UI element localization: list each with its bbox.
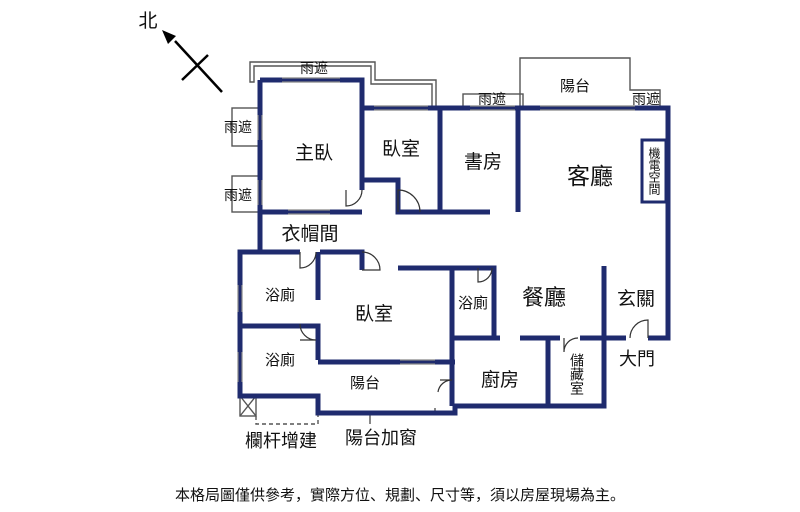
door-bath-lower: [299, 323, 317, 341]
compass-arrow-line: [174, 40, 223, 93]
door-bath-middle: [477, 267, 493, 283]
north-arrow-icon: [162, 30, 176, 44]
wall-wardrobe-bottom-right: [320, 249, 365, 270]
label-canopy-top-middle: 雨遮: [478, 92, 506, 108]
room-label-machine-room: 機電空間: [647, 146, 661, 195]
room-label-balcony-top: 陽台: [560, 77, 590, 95]
room-label-living-room: 客廳: [567, 164, 613, 190]
wall-bedroom-right: [398, 265, 455, 406]
door-bedroom-middle: [361, 251, 381, 271]
wall-machine-room: [640, 138, 668, 204]
room-label-bedroom-top: 臥室: [382, 138, 420, 160]
railing-box-diag2: [239, 395, 257, 417]
door-main-entrance: [629, 319, 649, 339]
room-label-study: 書房: [464, 151, 502, 173]
disclaimer-text: 本格局圖僅供參考，實際方位、規劃、尺寸等，須以房屋現場為主。: [174, 486, 625, 504]
walls: [237, 77, 671, 416]
room-label-bathroom-middle: 浴廁: [458, 294, 488, 312]
door-bedroom-top: [397, 189, 421, 213]
label-main-door: 大門: [619, 349, 655, 370]
wall-bedroom-top: [362, 108, 443, 215]
compass-label: 北: [138, 10, 157, 32]
label-canopy-top-left: 雨遮: [300, 61, 328, 77]
room-label-foyer: 玄關: [617, 288, 655, 310]
room-label-balcony-bottom: 陽台: [350, 374, 380, 392]
room-label-bathroom-upper-left: 浴廁: [265, 286, 295, 304]
door-wardrobe: [299, 251, 317, 269]
label-canopy-left-lower: 雨遮: [224, 188, 252, 204]
room-label-bedroom-middle: 臥室: [355, 303, 393, 325]
label-balcony-window: 陽台加窗: [345, 428, 417, 449]
room-label-master-bedroom: 主臥: [295, 142, 333, 164]
label-canopy-left-upper: 雨遮: [224, 120, 252, 136]
label-railing-addition: 欄杆增建: [245, 431, 317, 452]
room-label-storage: 儲藏室: [568, 353, 584, 395]
door-storage: [563, 337, 579, 353]
door-master: [345, 189, 363, 207]
wall-outer-bottom-left: [237, 80, 626, 416]
label-canopy-top-right: 雨遮: [632, 92, 660, 108]
door-balcony: [437, 379, 453, 393]
room-label-wardrobe: 衣帽間: [281, 223, 338, 245]
room-label-dining-room: 餐廳: [522, 286, 566, 311]
windows: [237, 77, 635, 382]
compass: 北: [138, 10, 223, 93]
doors: [299, 189, 649, 393]
railing-addition-dashed: [255, 413, 319, 425]
floor-plan: 北: [138, 10, 671, 452]
room-label-kitchen: 廚房: [481, 368, 519, 391]
wall-bath-divider: [240, 323, 321, 360]
wall-outer-top-right: [260, 77, 671, 341]
room-label-bathroom-lower-left: 浴廁: [265, 351, 295, 369]
canopy-top-left-outline: [249, 61, 437, 108]
balcony-top-outline: [519, 57, 661, 108]
compass-cross-line: [181, 54, 209, 81]
